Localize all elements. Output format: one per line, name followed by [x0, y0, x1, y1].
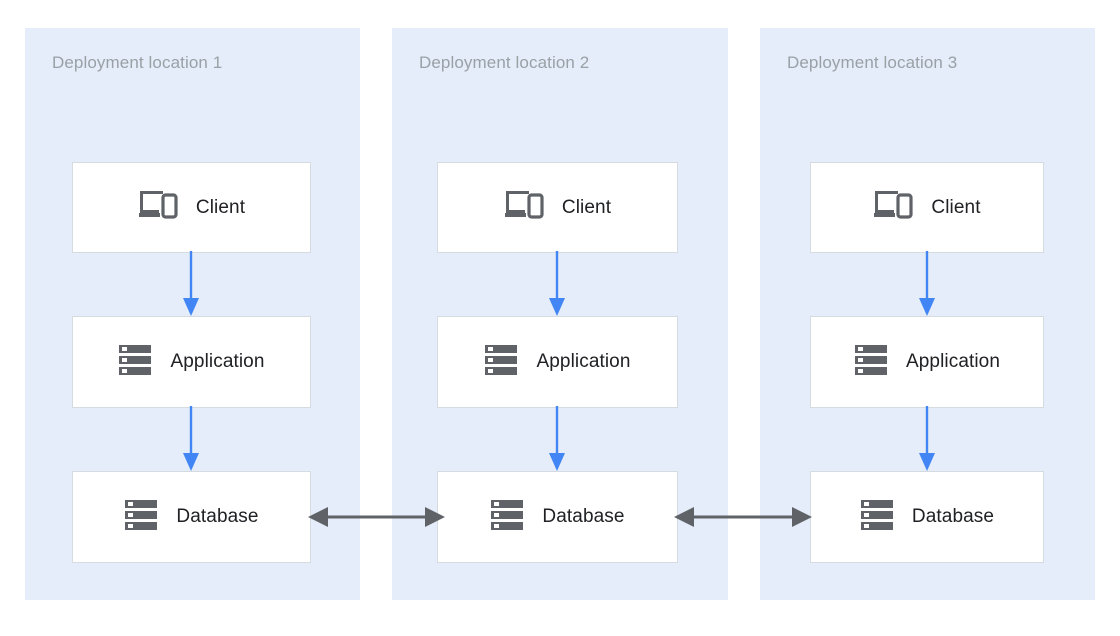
node-label-application-1: Application: [170, 351, 265, 372]
node-label-database-3: Database: [911, 506, 995, 527]
devices-icon: [873, 189, 914, 226]
panel-title-1: Deployment location 1: [52, 53, 223, 72]
arrow-down-icon-application-to-database-2: [546, 406, 568, 472]
arrow-down-icon-application-to-database-3: [916, 406, 938, 472]
server-icon: [124, 498, 158, 537]
node-label-application-2: Application: [536, 351, 631, 372]
deployment-location-panel-1: Deployment location 1 Client: [25, 28, 360, 600]
node-client-3[interactable]: Client: [810, 162, 1044, 253]
devices-icon: [138, 189, 178, 226]
node-database-1[interactable]: Database: [72, 471, 311, 563]
arrow-left-right-icon-db1-db2: [308, 497, 445, 537]
arrow-down-icon-application-to-database-1: [180, 406, 202, 472]
node-database-2[interactable]: Database: [437, 471, 678, 563]
node-client-1[interactable]: Client: [72, 162, 311, 253]
deployment-location-panel-2: Deployment location 2 Client: [392, 28, 728, 600]
devices-icon: [504, 189, 544, 226]
node-label-client-3: Client: [931, 196, 981, 218]
server-icon: [854, 343, 888, 382]
node-label-client-2: Client: [561, 196, 612, 218]
arrow-left-right-icon-db2-db3: [674, 497, 812, 537]
server-icon: [484, 343, 518, 382]
server-icon: [118, 343, 152, 382]
panel-title-2: Deployment location 2: [419, 53, 590, 72]
node-client-2[interactable]: Client: [437, 162, 678, 253]
node-application-3[interactable]: Application: [810, 316, 1044, 408]
node-label-database-1: Database: [176, 506, 259, 527]
node-label-client-1: Client: [195, 196, 246, 218]
panel-title-3: Deployment location 3: [787, 53, 958, 72]
arrow-down-icon-client-to-application-3: [916, 251, 938, 317]
deployment-location-panel-3: Deployment location 3 Client: [760, 28, 1095, 600]
node-database-3[interactable]: Database: [810, 471, 1044, 563]
node-application-2[interactable]: Application: [437, 316, 678, 408]
arrow-down-icon-client-to-application-1: [180, 251, 202, 317]
node-label-database-2: Database: [542, 506, 625, 527]
node-label-application-3: Application: [905, 351, 1001, 372]
server-icon: [860, 498, 894, 537]
arrow-down-icon-client-to-application-2: [546, 251, 568, 317]
node-application-1[interactable]: Application: [72, 316, 311, 408]
server-icon: [490, 498, 524, 537]
